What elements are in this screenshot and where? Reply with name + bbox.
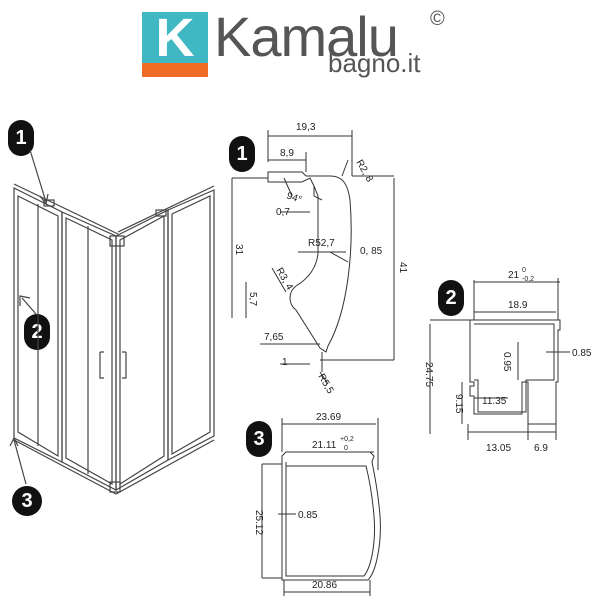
- profile2-badge: 2: [438, 280, 464, 316]
- profile3-badge: 3: [246, 421, 272, 457]
- p1-angle: 94°: [285, 190, 303, 206]
- p2-wall-right: 0.85: [572, 348, 592, 359]
- logo-orange-bar: [142, 63, 208, 77]
- p3-tol-plus: +0,2: [340, 436, 354, 443]
- logo-k-letter: K: [155, 8, 195, 68]
- p3-wall: 0.85: [298, 510, 318, 521]
- p1-foot: 1: [282, 357, 288, 368]
- callout-badge-3: 3: [12, 486, 42, 516]
- p1-hook: 5,7: [247, 292, 258, 306]
- p2-tol-minus: -0,2: [522, 276, 534, 283]
- profile1-badge: 1: [229, 136, 255, 172]
- logo-subtitle: bagno.it: [328, 48, 421, 78]
- p1-width: 19,3: [296, 122, 316, 133]
- p1-radius: R52,7: [308, 238, 335, 249]
- p3-bottom: 20.86: [312, 580, 337, 591]
- p2-slot-h: 9.15: [453, 394, 464, 414]
- p3-inner: 21.11: [312, 440, 337, 451]
- p2-wall-mid: 0.95: [501, 352, 512, 372]
- copyright-mark: ©: [430, 8, 445, 30]
- p2-bottom-left: 13.05: [486, 443, 511, 454]
- p2-slot-w: 11.35: [482, 396, 507, 407]
- p2-height: 24.75: [423, 362, 434, 387]
- callout-badge-2: 2: [24, 314, 50, 350]
- p1-gap: 0,7: [276, 207, 290, 218]
- p3-outer: 23.69: [316, 412, 341, 423]
- p1-height-left: 31: [233, 244, 244, 256]
- p3-tol-zero: 0: [344, 445, 348, 452]
- logo-k-block: [142, 12, 208, 72]
- p2-inner: 18.9: [508, 300, 528, 311]
- p2-bottom-right: 6.9: [534, 443, 548, 454]
- p1-height-right: 41: [397, 262, 408, 274]
- p1-base: 7,65: [264, 332, 284, 343]
- callout-badge-1: 1: [8, 120, 34, 156]
- p1-top-width: 8,9: [280, 148, 294, 159]
- p3-height: 25.12: [253, 510, 264, 535]
- logo-wordmark: Kamalu: [214, 5, 399, 68]
- p1-wall: 0, 85: [360, 246, 383, 257]
- p2-outer: 21: [508, 270, 520, 281]
- p2-tol-plus: 0: [522, 267, 526, 274]
